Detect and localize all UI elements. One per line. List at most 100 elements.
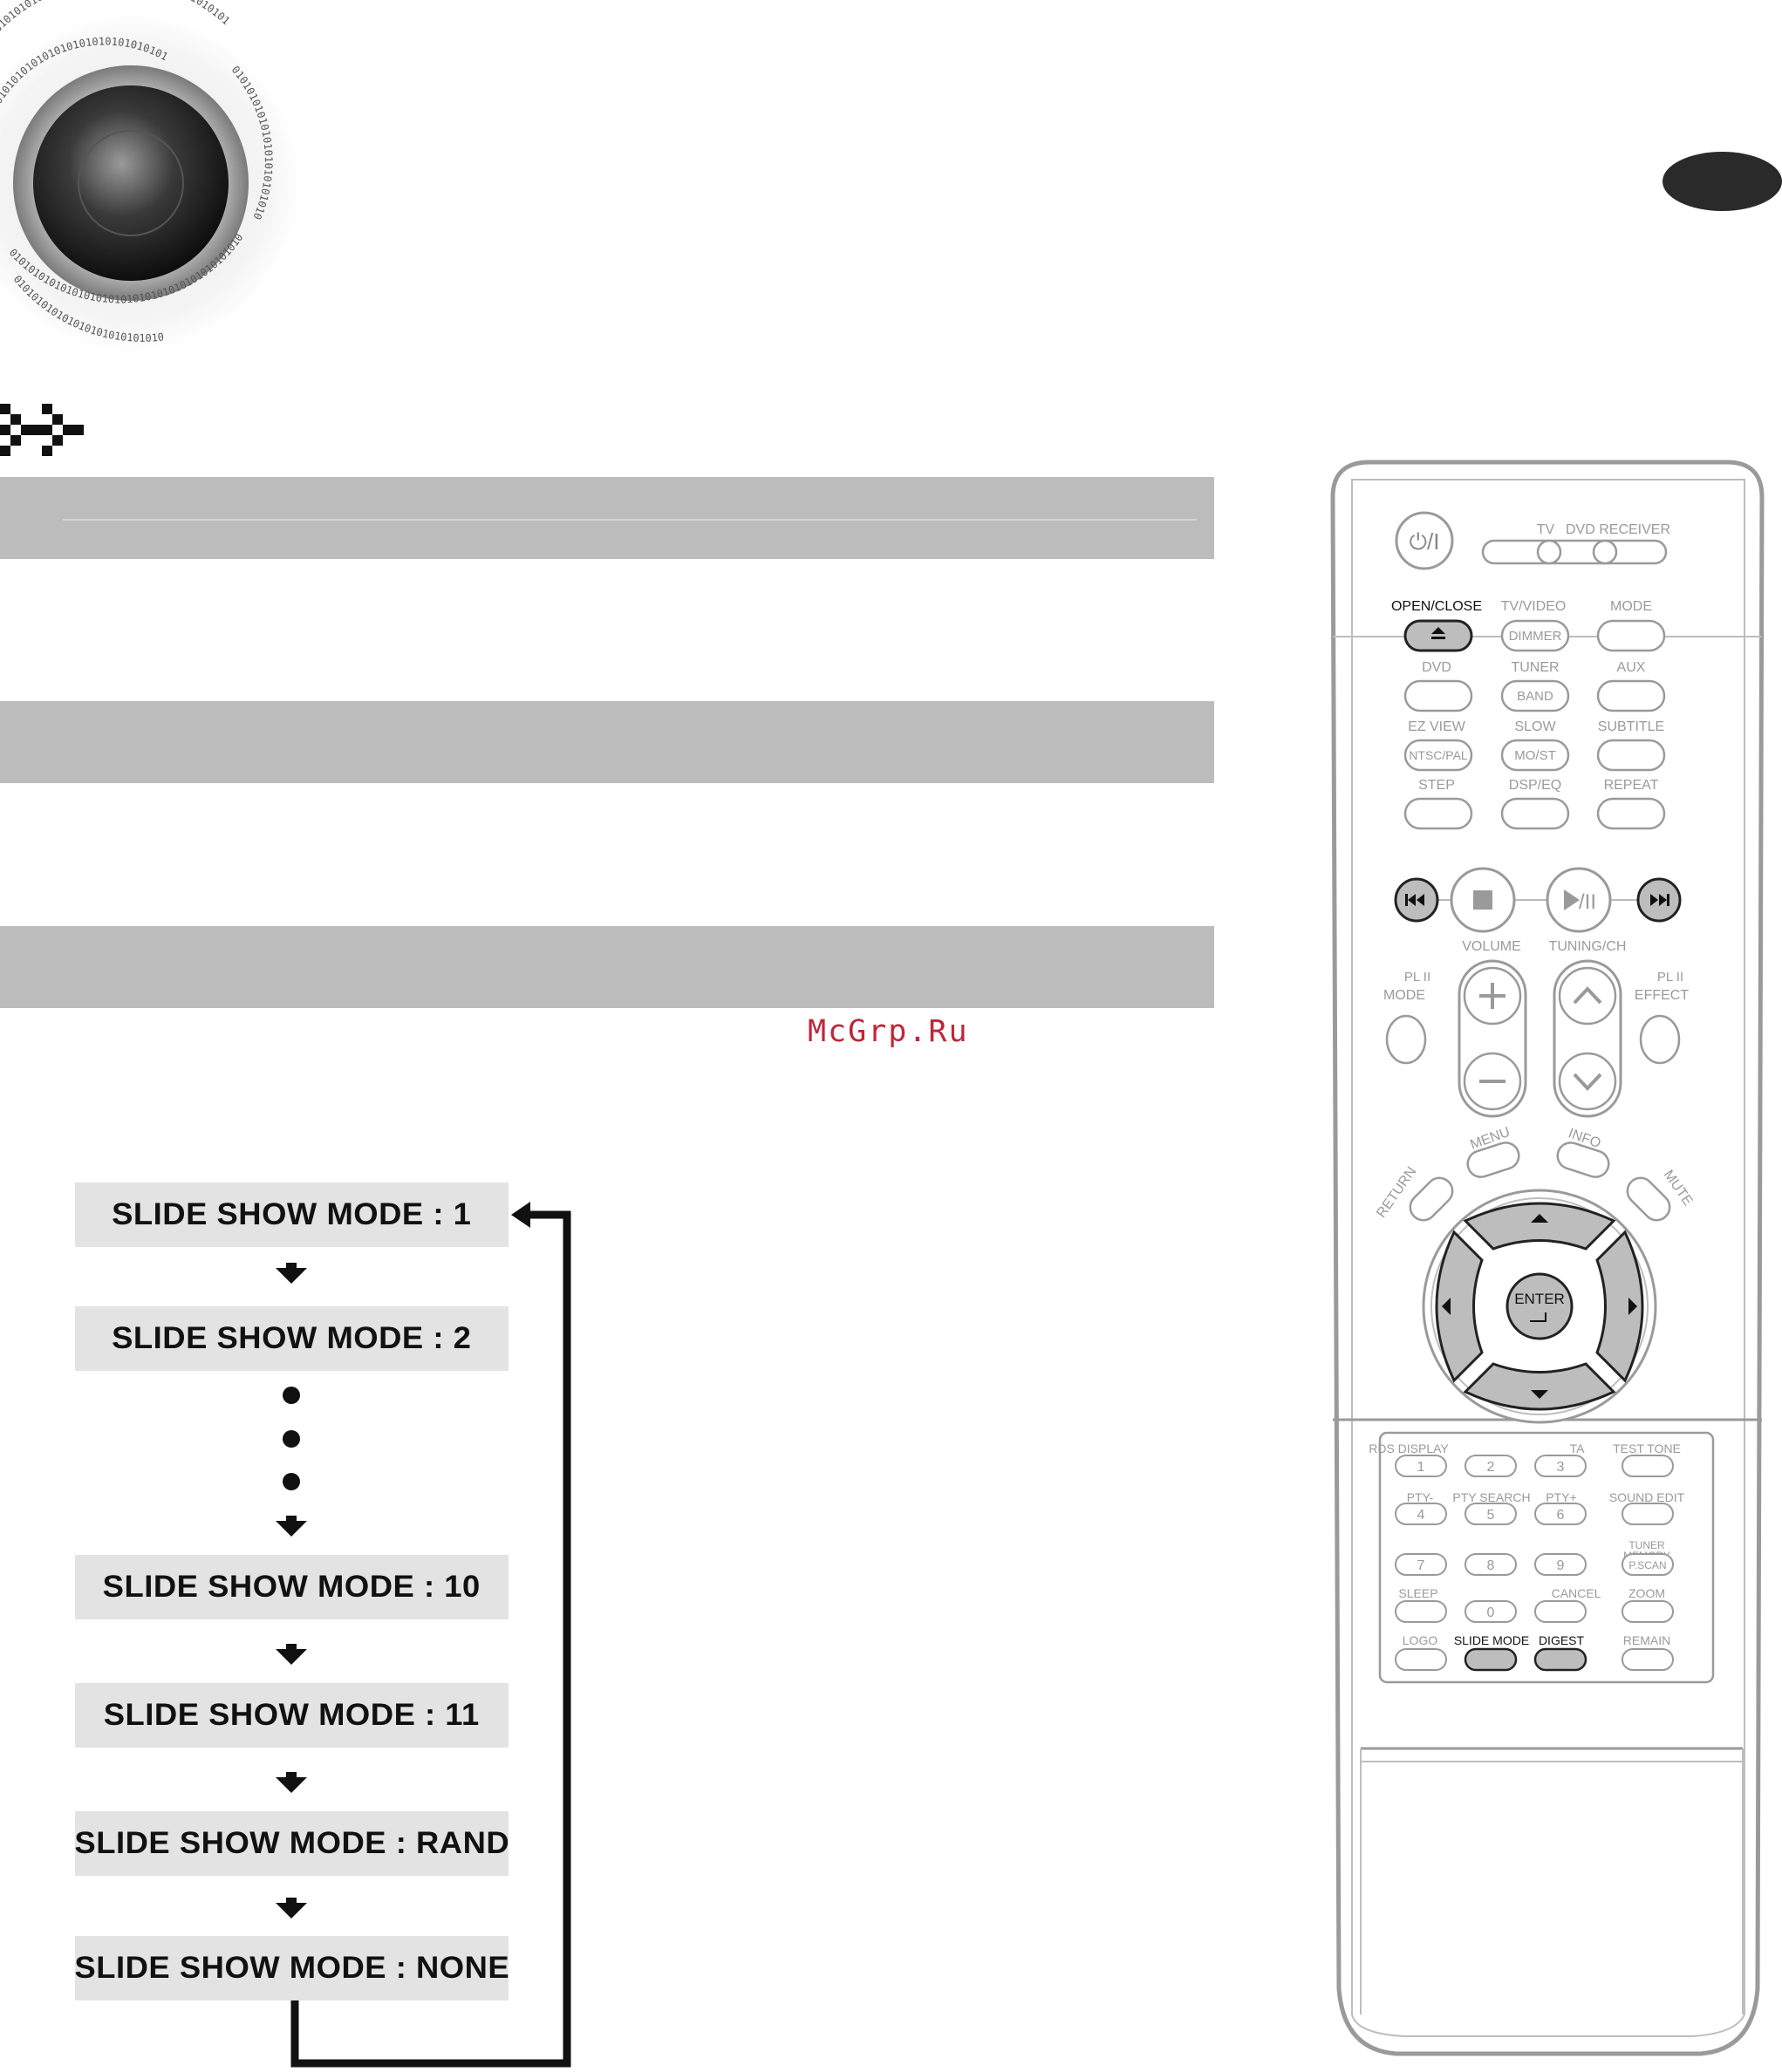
keypad-7-button[interactable]: 7 — [1395, 1553, 1447, 1576]
play-pause-icon — [1564, 889, 1580, 910]
keypad-1-button[interactable]: 1 — [1395, 1455, 1447, 1477]
repeat-button[interactable] — [1596, 797, 1666, 830]
ntsc-pal-button[interactable]: NTSC/PAL — [1403, 739, 1473, 772]
keypad-3-button[interactable]: 3 — [1534, 1455, 1587, 1477]
aux-button[interactable] — [1596, 679, 1666, 712]
keypad-9-button[interactable]: 9 — [1534, 1553, 1587, 1576]
info-button[interactable] — [1554, 1139, 1612, 1180]
heading-bar-1 — [0, 477, 1214, 559]
skip-back-button[interactable] — [1394, 877, 1439, 923]
dimmer-button[interactable]: DIMMER — [1500, 619, 1570, 652]
open-close-button[interactable] — [1403, 619, 1473, 652]
digest-label: DIGEST — [1539, 1633, 1585, 1647]
remain-button[interactable] — [1622, 1648, 1674, 1671]
enter-button[interactable]: ENTER — [1505, 1272, 1574, 1340]
test-tone-button[interactable] — [1622, 1455, 1674, 1477]
keypad-4-button[interactable]: 4 — [1395, 1503, 1447, 1525]
pl2-effect-label-2: EFFECT — [1635, 988, 1689, 1003]
pl2-effect-button[interactable] — [1639, 1014, 1681, 1065]
dpad-up-button[interactable] — [1463, 1202, 1616, 1251]
down-arrow-icon — [276, 1772, 307, 1793]
menu-button[interactable] — [1465, 1139, 1522, 1180]
plus-icon — [1479, 983, 1505, 1009]
mode-label: MODE — [1610, 599, 1652, 614]
skip-back-icon — [1405, 894, 1424, 906]
pty-search-label: PTY SEARCH — [1452, 1490, 1530, 1504]
volume-rocker[interactable] — [1458, 959, 1527, 1118]
ellipsis-dot — [283, 1387, 300, 1404]
slide-mode-label: SLIDE MODE — [1454, 1633, 1529, 1647]
power-button[interactable]: ⏻/I — [1395, 511, 1454, 570]
eject-icon — [1431, 627, 1445, 634]
svg-text:9: 9 — [1557, 1558, 1565, 1573]
left-arrow-icon — [1442, 1298, 1451, 1315]
mute-button[interactable] — [1622, 1173, 1676, 1226]
sound-edit-label: SOUND EDIT — [1609, 1490, 1685, 1504]
loop-back-arrow — [290, 1202, 571, 2068]
subtitle-label: SUBTITLE — [1598, 719, 1664, 734]
repeat-label: REPEAT — [1604, 778, 1659, 793]
stop-button[interactable] — [1450, 867, 1516, 933]
skip-forward-icon — [1650, 894, 1669, 906]
flow-box-mode-rand: SLIDE SHOW MODE : RAND — [74, 1811, 509, 1876]
svg-text:/II: /II — [1579, 890, 1596, 914]
down-arrow-icon — [276, 1898, 307, 1919]
dvd-receiver-label: DVD RECEIVER — [1566, 522, 1670, 537]
up-arrow-icon — [1531, 1214, 1548, 1223]
keypad-5-button[interactable]: 5 — [1465, 1503, 1517, 1525]
dvd-label: DVD — [1422, 660, 1451, 675]
down-arrow-icon — [276, 1263, 307, 1284]
keypad-8-button[interactable]: 8 — [1465, 1553, 1517, 1576]
chevron-down-icon — [1573, 1073, 1602, 1091]
step-button[interactable] — [1403, 797, 1473, 830]
svg-text:NTSC/PAL: NTSC/PAL — [1409, 748, 1468, 762]
dvd-button[interactable] — [1403, 679, 1473, 712]
open-close-label: OPEN/CLOSE — [1391, 599, 1482, 614]
tv-label: TV — [1537, 522, 1555, 537]
section-tab-marker — [1663, 152, 1782, 211]
return-button[interactable] — [1405, 1173, 1458, 1226]
dpad-right-button[interactable] — [1595, 1230, 1644, 1383]
svg-text:7: 7 — [1417, 1558, 1425, 1573]
logo-button[interactable] — [1395, 1648, 1447, 1671]
ta-label: TA — [1570, 1442, 1586, 1455]
slide-mode-button[interactable] — [1464, 1647, 1518, 1672]
mo-st-button[interactable]: MO/ST — [1500, 739, 1570, 772]
svg-text:4: 4 — [1417, 1508, 1425, 1523]
svg-text:DIMMER: DIMMER — [1509, 629, 1562, 644]
pl2-mode-label-2: MODE — [1383, 988, 1425, 1003]
p-scan-button[interactable]: P.SCAN — [1622, 1553, 1674, 1576]
cancel-button[interactable] — [1534, 1600, 1587, 1623]
cancel-label: CANCEL — [1552, 1586, 1601, 1600]
mode-button[interactable] — [1596, 619, 1666, 652]
sleep-button[interactable] — [1395, 1600, 1447, 1623]
keypad-6-button[interactable]: 6 — [1534, 1503, 1587, 1525]
dpad-down-button[interactable] — [1463, 1362, 1616, 1411]
rds-display-label: RDS DISPLAY — [1369, 1442, 1449, 1455]
skip-forward-button[interactable] — [1636, 877, 1682, 923]
tuning-rocker[interactable] — [1553, 959, 1622, 1118]
down-arrow-icon — [1531, 1390, 1548, 1399]
svg-text:5: 5 — [1487, 1508, 1495, 1523]
band-button[interactable]: BAND — [1500, 679, 1570, 712]
dpad-left-button[interactable] — [1435, 1230, 1484, 1383]
ellipsis-dot — [283, 1473, 300, 1490]
svg-text:1: 1 — [1417, 1460, 1425, 1475]
keypad-0-button[interactable]: 0 — [1465, 1600, 1517, 1623]
subtitle-button[interactable] — [1596, 739, 1666, 772]
svg-text:MO/ST: MO/ST — [1514, 748, 1556, 763]
digest-button[interactable] — [1533, 1647, 1587, 1672]
play-pause-button[interactable]: /II — [1546, 867, 1612, 933]
svg-text:P.SCAN: P.SCAN — [1628, 1559, 1666, 1571]
sound-edit-button[interactable] — [1622, 1503, 1674, 1525]
keypad-2-button[interactable]: 2 — [1465, 1455, 1517, 1477]
remote-control: ⏻/I TV DVD RECEIVER OPEN/CLOSE TV/VIDEO … — [1330, 460, 1765, 2056]
sleep-label: SLEEP — [1398, 1586, 1437, 1600]
svg-text:6: 6 — [1557, 1508, 1565, 1523]
dvd-receiver-button[interactable] — [1592, 539, 1618, 565]
tv-button[interactable] — [1536, 539, 1562, 565]
pl2-mode-button[interactable] — [1385, 1014, 1427, 1065]
dsp-eq-button[interactable] — [1500, 797, 1570, 830]
zoom-button[interactable] — [1622, 1600, 1674, 1623]
